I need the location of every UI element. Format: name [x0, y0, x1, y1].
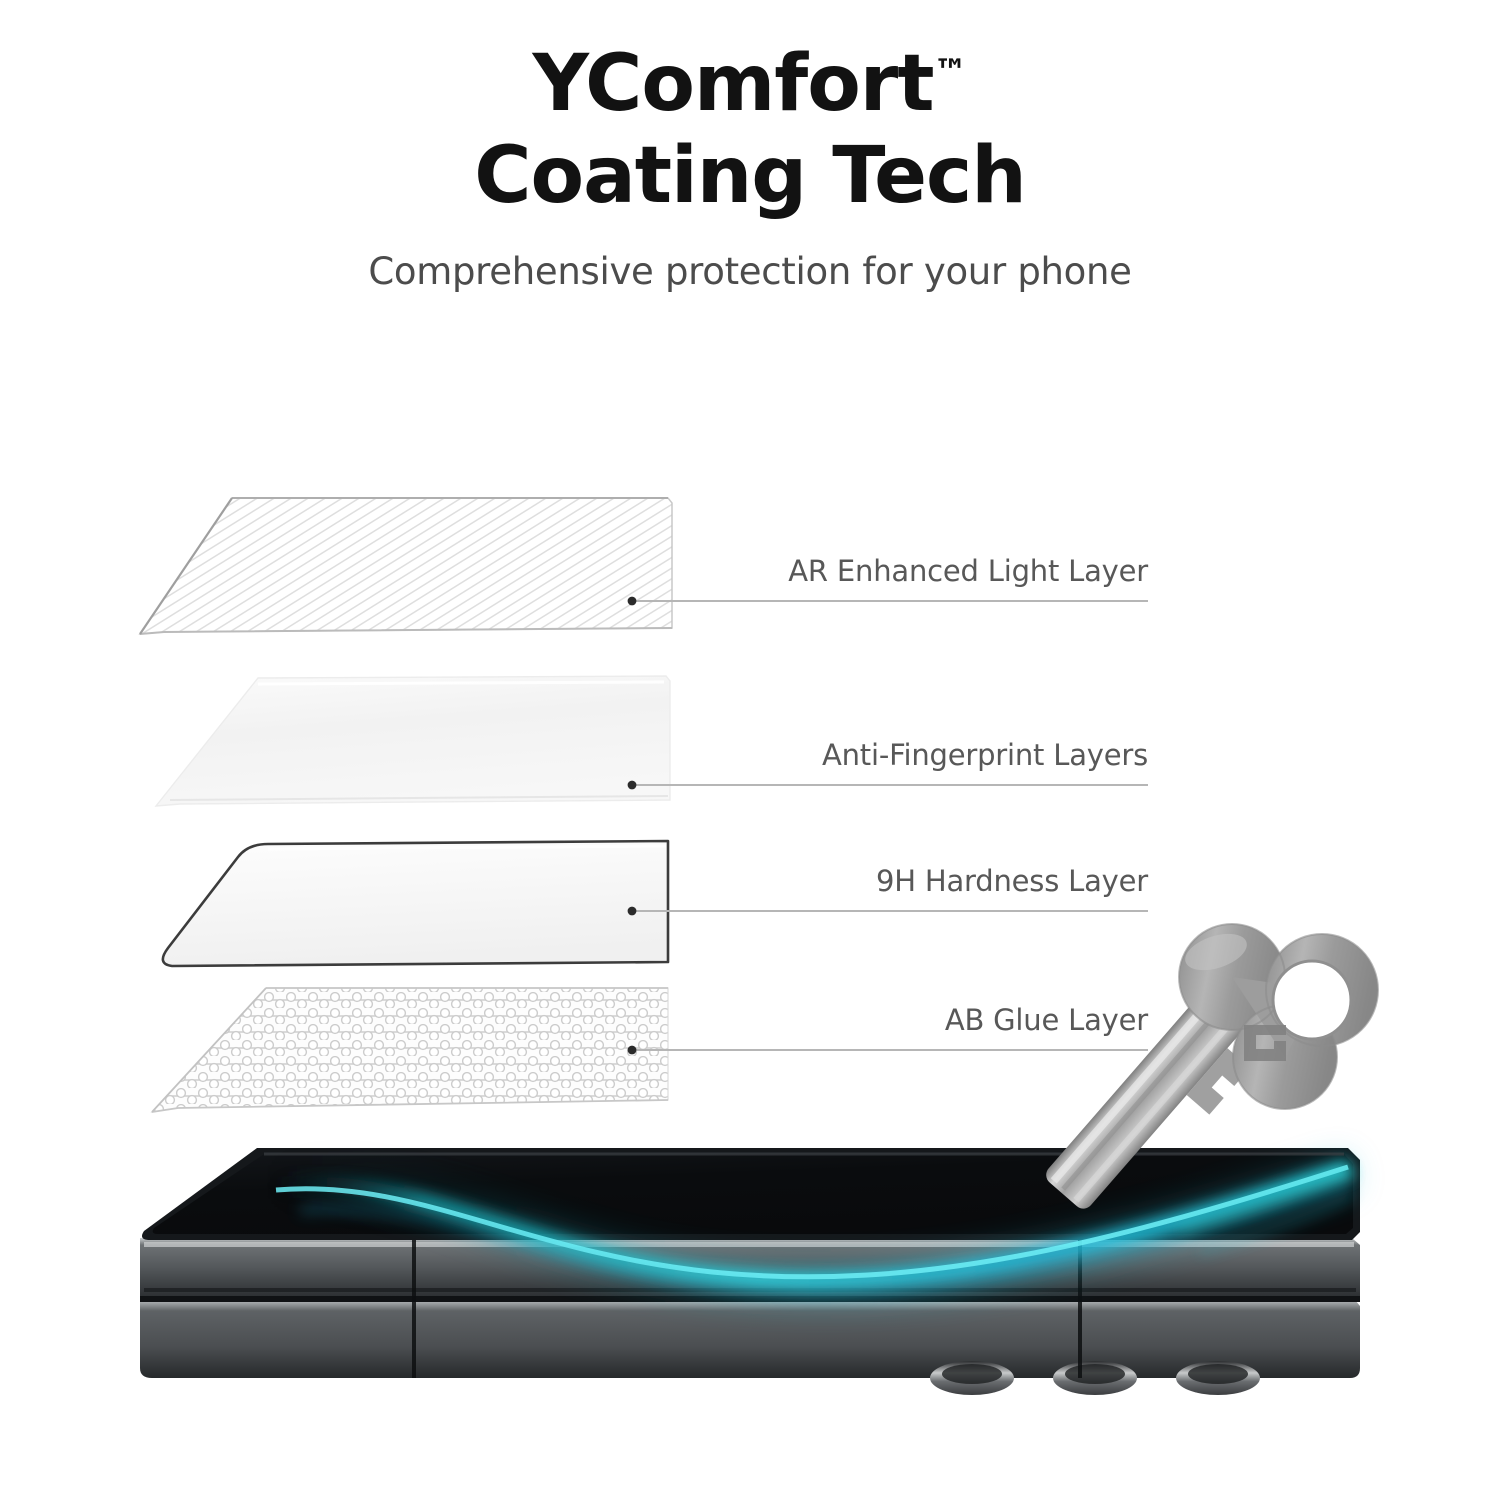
key-object [1046, 923, 1379, 1209]
key-bow [1178, 923, 1379, 1110]
trademark-symbol: ™ [933, 52, 968, 92]
key-ring-hole [1273, 961, 1351, 1039]
page-title: YComfort™ Coating Tech [0, 0, 1500, 222]
callout-label-9h-hardness-layer: 9H Hardness Layer [876, 864, 1148, 898]
antenna-seam [1078, 1238, 1082, 1378]
camera-bumps [930, 1361, 1260, 1395]
phone-lower-body [140, 1300, 1360, 1378]
callout-label-anti-fingerprint-layers: Anti-Fingerprint Layers [821, 738, 1148, 772]
smartphone [140, 1148, 1360, 1395]
layer-shape-anti-fingerprint-layers [154, 675, 671, 807]
leader-line-9h-hardness-layer [627, 906, 1148, 916]
layer-shape-ar-enhanced-light-layer [138, 497, 673, 635]
page-title-second-line: Coating Tech [474, 131, 1027, 222]
layer-shape-9h-hardness-layer [161, 839, 670, 968]
page-title-main: YComfort [532, 39, 934, 129]
leader-lines [627, 596, 1148, 1055]
key-brand-mark [1244, 1025, 1286, 1061]
screen-wave-graphic [268, 1153, 1358, 1302]
page-subtitle: Comprehensive protection for your phone [368, 250, 1132, 294]
layer-shape-ab-glue-layer [150, 987, 669, 1113]
callout-label-ar-enhanced-light-layer: AR Enhanced Light Layer [788, 554, 1148, 588]
antenna-seam [412, 1238, 416, 1378]
header: YComfort™ Coating Tech Comprehensive pro… [0, 0, 1500, 293]
leader-line-anti-fingerprint-layers [627, 780, 1148, 790]
callout-label-ab-glue-layer: AB Glue Layer [944, 1003, 1148, 1037]
leader-line-ar-enhanced-light-layer [627, 596, 1148, 606]
leader-line-ab-glue-layer [627, 1045, 1148, 1055]
